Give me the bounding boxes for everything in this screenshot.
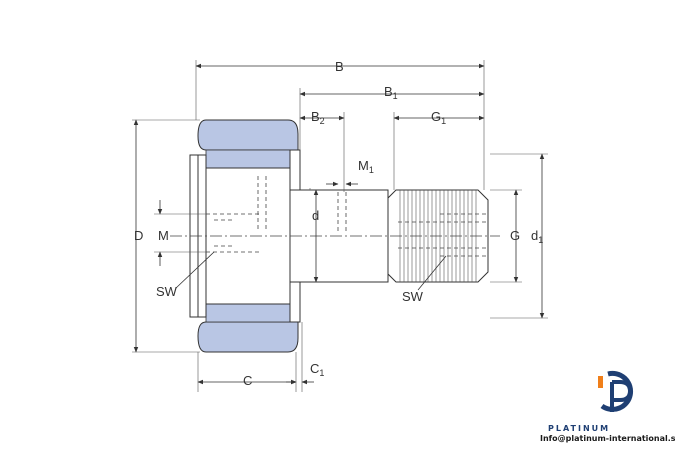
platinum-logo-icon bbox=[598, 370, 633, 412]
outer-ring bbox=[197, 119, 299, 353]
label-B: B bbox=[335, 59, 344, 74]
label-SW-right: SW bbox=[402, 289, 424, 304]
contact-email: Info@platinum-international.store bbox=[540, 434, 675, 443]
label-d1: d1 bbox=[531, 228, 543, 245]
label-M: M bbox=[158, 228, 169, 243]
label-C: C bbox=[243, 373, 252, 388]
dimension-lines bbox=[133, 63, 545, 385]
extension-lines bbox=[132, 60, 548, 392]
brand-name: PLATINUM bbox=[548, 424, 611, 433]
label-B2: B2 bbox=[311, 109, 325, 126]
label-C1: C1 bbox=[310, 361, 324, 378]
label-G: G bbox=[510, 228, 520, 243]
label-M1: M1 bbox=[358, 158, 374, 175]
hidden-lines bbox=[206, 176, 488, 257]
dimension-labels: B B1 B2 G1 M1 D M d G d1 SW SW C C1 bbox=[134, 59, 543, 388]
label-d: d bbox=[312, 208, 319, 223]
label-SW-left: SW bbox=[156, 284, 178, 299]
label-B1: B1 bbox=[384, 84, 398, 101]
label-D: D bbox=[134, 228, 143, 243]
label-G1: G1 bbox=[431, 109, 446, 126]
